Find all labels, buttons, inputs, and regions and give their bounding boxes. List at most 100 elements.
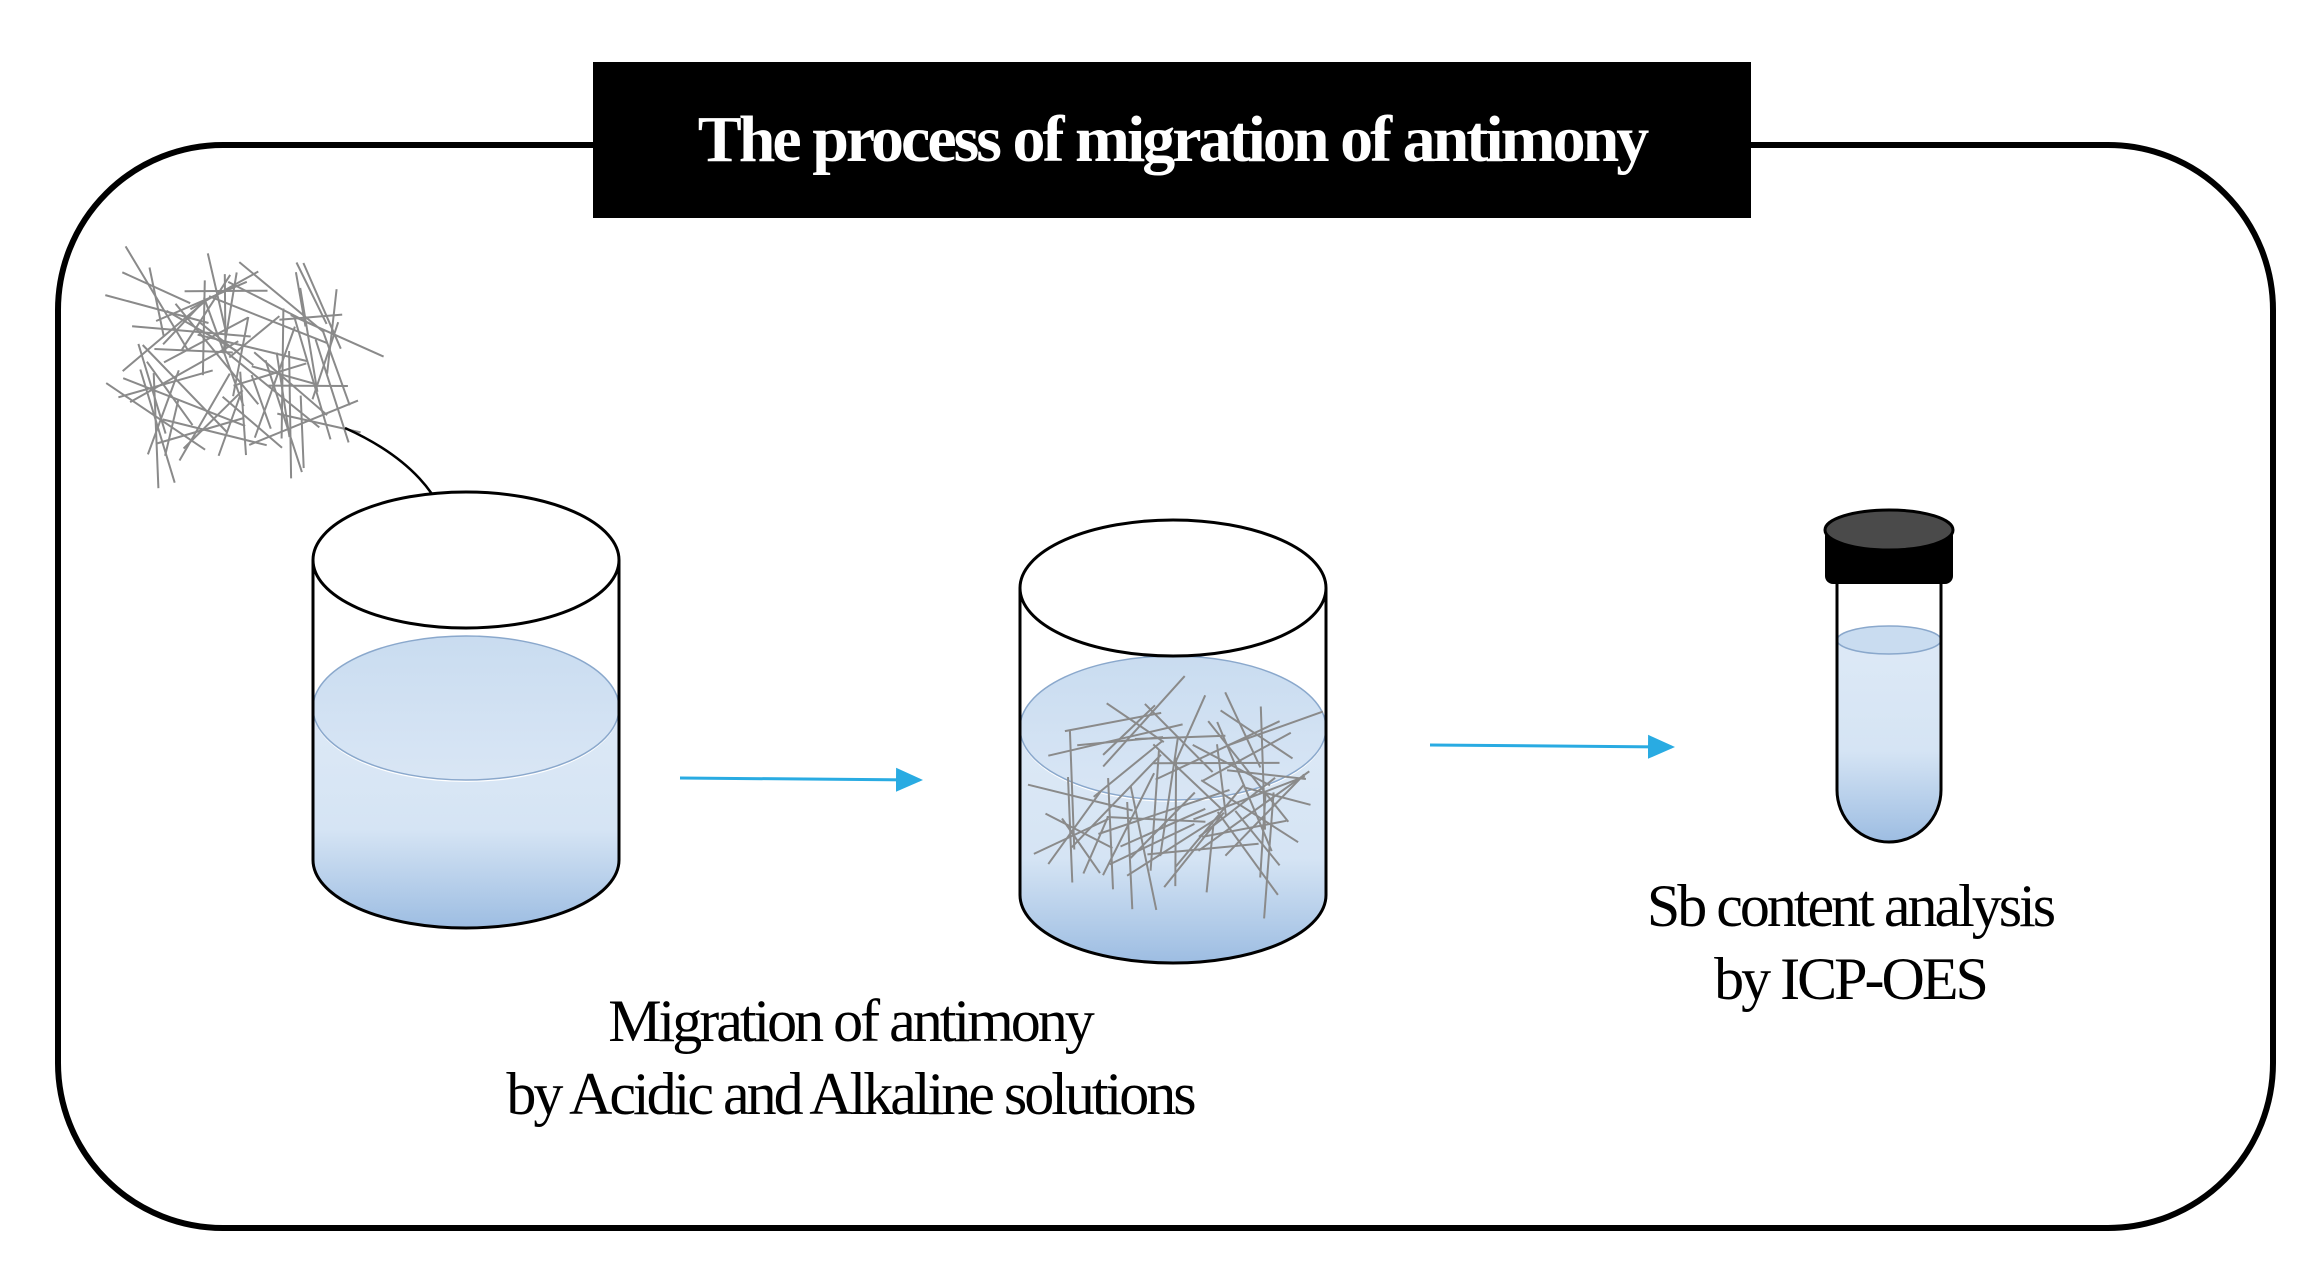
fiber-strand [1102, 675, 1186, 768]
fiber-strand [280, 308, 285, 439]
beaker-with-fibers-icon [1018, 518, 1328, 965]
fiber-strand [1082, 815, 1110, 874]
fiber-strand [293, 318, 332, 440]
migration-caption-line2: by Acidic and Alkaline solutions [506, 1061, 1196, 1128]
fiber-strand [198, 321, 254, 366]
fiber-strand [1126, 814, 1223, 877]
fiber-strand [178, 373, 231, 462]
fiber-strand [321, 329, 351, 406]
fiber-strand [290, 314, 385, 358]
fiber-strand [299, 287, 319, 392]
fiber-strand [1159, 736, 1180, 857]
fiber-strand [148, 267, 165, 337]
fiber-strand [1259, 706, 1266, 830]
fiber-strand [1226, 769, 1307, 780]
fiber-strand [141, 344, 228, 433]
fiber-strand [132, 325, 251, 338]
fiber-strand [253, 326, 296, 439]
fiber-strand [155, 280, 248, 322]
beaker-icon [311, 490, 621, 930]
fiber-strand [1174, 757, 1178, 887]
fiber-strand [279, 313, 343, 321]
fiber-strand [1224, 691, 1262, 768]
fiber-strand [201, 280, 206, 376]
analysis-caption: Sb content analysis by ICP-OES [1550, 870, 2150, 1016]
fiber-strand [1061, 817, 1101, 874]
fiber-strand [1243, 786, 1311, 806]
diagram-title: The process of migration of antimony [697, 103, 1650, 176]
fiber-strand [1175, 783, 1245, 868]
fiber-strand [1033, 817, 1109, 855]
fiber-strand [164, 399, 180, 457]
fiber-strand [1102, 704, 1156, 756]
fiber-strand [1067, 777, 1074, 883]
fiber-strand [1193, 775, 1306, 821]
fiber-strand [314, 339, 350, 443]
fiber-strand [326, 289, 338, 374]
fiber-strand [181, 274, 232, 351]
fiber-strand [182, 389, 244, 450]
fiber-strand [248, 399, 359, 446]
flow-arrow-icon [679, 767, 923, 792]
analysis-caption-line1: Sb content analysis [1646, 873, 2056, 939]
fiber-strand [1047, 791, 1102, 865]
fiber-strand [288, 350, 293, 479]
fiber-strand [1152, 743, 1222, 810]
fiber-strand [129, 340, 239, 403]
fiber-strand [1227, 710, 1324, 747]
fiber-strand [121, 271, 191, 305]
fiber-strand [1106, 702, 1165, 743]
fiber-cluster-icon [105, 245, 385, 489]
fiber-strand [166, 310, 238, 353]
fiber-strand [221, 395, 283, 449]
fiber-strand [1107, 778, 1114, 890]
fiber-strand [1216, 744, 1227, 816]
fiber-strand [1200, 779, 1299, 844]
fiber-strand [118, 369, 213, 399]
fiber-strand [1205, 823, 1215, 893]
fiber-strand [232, 316, 250, 397]
fiber-strand [146, 369, 180, 455]
fiber-strand [189, 270, 259, 311]
fiber-strand [122, 300, 207, 372]
fiber-strand [1070, 754, 1162, 848]
fiber-strand [1198, 777, 1276, 838]
fiber-strand [1263, 792, 1275, 919]
fiber-strand [1077, 736, 1164, 747]
fiber-strand [122, 377, 246, 427]
fiber-strand [1027, 783, 1133, 812]
fiber-strand [1147, 842, 1259, 856]
fiber-strand [1106, 816, 1206, 823]
migration-caption-line1: Migration of antimony [608, 988, 1095, 1054]
fiber-strand [238, 261, 325, 334]
title-banner: The process of migration of antimony [593, 62, 1751, 218]
fiber-strand [1175, 694, 1207, 762]
flow-arrow-icon [1429, 734, 1675, 759]
fiber-strand [1098, 788, 1230, 835]
analysis-caption-line2: by ICP-OES [1714, 946, 1989, 1013]
fiber-strand [294, 272, 307, 327]
fiber-strand [1201, 731, 1292, 782]
fiber-strand [1155, 720, 1281, 781]
fiber-strand [250, 374, 272, 430]
fiber-strand [1197, 770, 1310, 852]
test-tube-icon [1823, 508, 1955, 844]
fiber-strand [124, 245, 190, 352]
fiber-strand [1045, 812, 1113, 849]
fiber-strand [105, 294, 209, 324]
fiber-strand [1120, 807, 1206, 848]
fiber-strand [162, 418, 267, 447]
fiber-strand [1149, 749, 1160, 871]
fiber-strand [1129, 791, 1196, 859]
fiber-strand [1093, 739, 1164, 798]
fiber-strand [295, 262, 328, 325]
fiber-strand [1202, 819, 1287, 838]
fiber-strand [228, 315, 281, 359]
migration-caption: Migration of antimony by Acidic and Alka… [380, 985, 1320, 1131]
fiber-strand [251, 365, 318, 386]
fiber-strand [221, 348, 320, 429]
fiber-strand [299, 395, 305, 469]
fiber-strand [217, 396, 241, 457]
fiber-strand [275, 352, 291, 438]
